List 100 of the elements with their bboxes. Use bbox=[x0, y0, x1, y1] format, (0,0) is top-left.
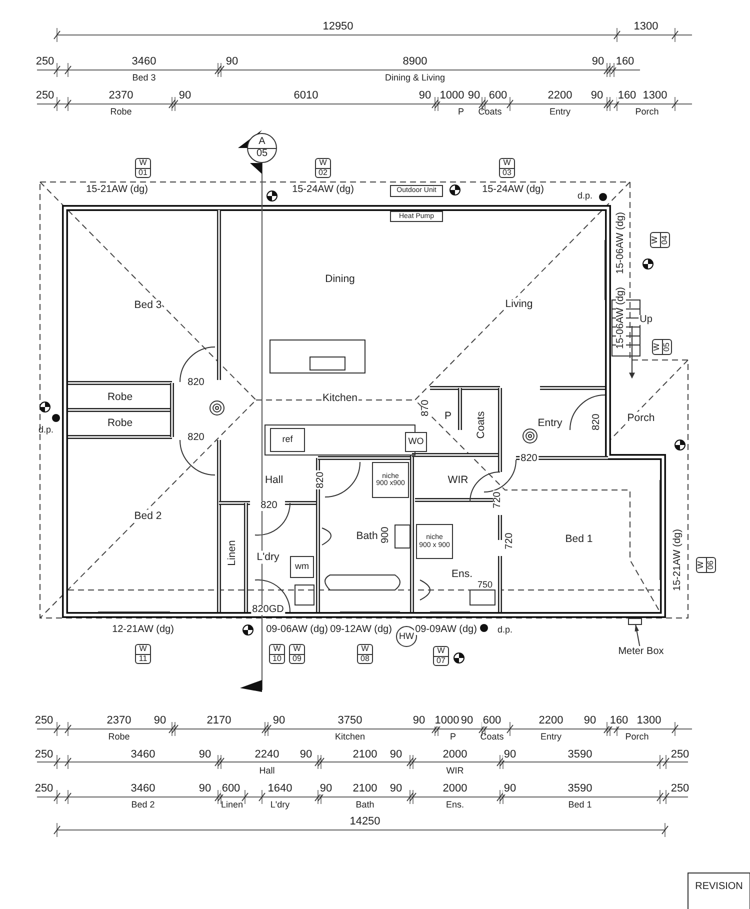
dimension-caption: Linen bbox=[220, 800, 244, 810]
appliance-box: WO bbox=[405, 432, 427, 452]
dimension-caption: Robe bbox=[110, 108, 132, 116]
dimension-value: 90 bbox=[198, 750, 212, 760]
dimension-value: 8900 bbox=[402, 56, 428, 68]
dimension-value: 90 bbox=[388, 750, 404, 760]
window-tag: W 05 bbox=[652, 339, 672, 355]
dimension-value: 90 bbox=[466, 90, 482, 102]
door-width-label: 720 bbox=[505, 532, 515, 550]
dimension-value: 12950 bbox=[322, 22, 354, 32]
window-code: 15-24AW (dg) bbox=[291, 185, 355, 195]
dimension-value: 600 bbox=[482, 716, 502, 726]
window-tag: W 06 bbox=[696, 557, 716, 573]
room-label: L'dry bbox=[256, 550, 280, 564]
dimension-value: 90 bbox=[224, 56, 240, 68]
dimension-value: 160 bbox=[616, 90, 638, 102]
dimension-value: 2200 bbox=[538, 716, 564, 726]
dimension-value: 2370 bbox=[108, 90, 134, 102]
dimension-caption: Entry bbox=[550, 108, 570, 116]
window-code: 09-09AW (dg) bbox=[414, 625, 478, 635]
dimension-caption: Coats bbox=[478, 108, 502, 116]
dimension-value: 160 bbox=[614, 56, 636, 68]
room-label: Kitchen bbox=[321, 392, 359, 404]
dimension-value: 1000 bbox=[438, 90, 466, 102]
window-code: 15-21AW (dg) bbox=[85, 185, 149, 195]
dimension-caption: Kitchen bbox=[334, 732, 366, 742]
room-label: Bed 2 bbox=[133, 510, 163, 522]
dimension-caption: P bbox=[458, 108, 464, 116]
room-label: Bed 1 bbox=[564, 532, 594, 546]
dimension-value: 3460 bbox=[130, 56, 158, 68]
dimension-caption: Robe bbox=[108, 732, 130, 742]
callout-text: Meter Box bbox=[610, 646, 672, 660]
dimension-caption: Coats bbox=[480, 732, 504, 742]
downpipe-label: d.p. bbox=[578, 192, 592, 200]
window-code: 15-21AW (dg) bbox=[673, 528, 683, 592]
dimension-value: 90 bbox=[272, 716, 286, 726]
dimension-value: 90 bbox=[152, 716, 168, 726]
window-code: 15-06AW (dg) bbox=[616, 211, 626, 275]
section-marker: A 05 bbox=[247, 133, 277, 163]
dimension-caption: WIR bbox=[446, 766, 464, 776]
dimension-value: 250 bbox=[34, 90, 56, 102]
dimension-value: 3460 bbox=[130, 750, 156, 760]
stair-label: Up bbox=[638, 315, 654, 325]
dimension-value: 90 bbox=[318, 784, 334, 794]
window-code: 15-24AW (dg) bbox=[481, 185, 545, 195]
window-code: 12-21AW (dg) bbox=[111, 625, 175, 635]
downpipe-label: d.p. bbox=[38, 426, 54, 434]
dimension-value: 90 bbox=[388, 784, 404, 794]
room-label: Robe bbox=[106, 390, 134, 404]
window-tag: W 01 bbox=[135, 158, 151, 178]
door-width-label: 820 bbox=[186, 378, 206, 388]
room-label: Dining bbox=[324, 272, 356, 286]
dimension-value: 1300 bbox=[636, 716, 662, 726]
window-code: 09-12AW (dg) bbox=[329, 625, 393, 635]
dimension-value: 600 bbox=[220, 784, 242, 794]
door-width-label: 820 bbox=[520, 454, 538, 464]
dimension-value: 90 bbox=[502, 784, 518, 794]
dimension-value: 1300 bbox=[632, 22, 660, 32]
dimension-value: 2000 bbox=[442, 750, 468, 760]
room-label: Living bbox=[504, 298, 534, 310]
room-label: Bath bbox=[355, 530, 379, 542]
dimension-value: 250 bbox=[670, 750, 690, 760]
dimension-value: 250 bbox=[34, 750, 54, 760]
dimension-value: 1640 bbox=[266, 784, 294, 794]
room-label: Bed 3 bbox=[133, 298, 163, 312]
window-code: 09-06AW (dg) bbox=[265, 625, 329, 635]
dimension-value: 1000 bbox=[434, 716, 460, 726]
appliance-box: wm bbox=[290, 556, 314, 578]
dimension-caption: Ens. bbox=[446, 800, 464, 810]
window-tag: W 03 bbox=[499, 158, 515, 178]
revision-label: REVISION bbox=[695, 882, 743, 892]
door-width-label: 820GD bbox=[251, 605, 285, 615]
dimension-value: 2200 bbox=[546, 90, 574, 102]
dimension-value: 3590 bbox=[566, 750, 594, 760]
dimension-value: 250 bbox=[670, 784, 690, 794]
dimension-value: 90 bbox=[460, 716, 474, 726]
door-width-label: 720 bbox=[493, 490, 503, 510]
dimension-value: 14250 bbox=[348, 816, 382, 828]
room-label: Hall bbox=[264, 474, 284, 486]
dimension-value: 90 bbox=[418, 90, 432, 102]
dimension-value: 6010 bbox=[292, 90, 320, 102]
door-width-label: 900 bbox=[381, 526, 391, 544]
dimension-caption: Dining & Living bbox=[384, 74, 446, 82]
hot-water-unit-symbol: HW bbox=[396, 626, 417, 647]
room-label: Entry bbox=[536, 416, 564, 430]
dimension-caption: Bed 1 bbox=[568, 800, 592, 810]
dimension-value: 90 bbox=[198, 784, 212, 794]
dimension-value: 90 bbox=[590, 56, 606, 68]
dimension-value: 2240 bbox=[254, 750, 280, 760]
door-width-label: 820 bbox=[260, 501, 278, 511]
dimension-value: 1300 bbox=[642, 90, 668, 102]
dimension-value: 90 bbox=[178, 90, 192, 102]
dimension-value: 250 bbox=[34, 784, 54, 794]
room-label: Robe bbox=[106, 416, 134, 430]
fixture-width-label: 750 bbox=[477, 580, 493, 590]
dimension-value: 250 bbox=[34, 56, 56, 68]
leader-line bbox=[634, 624, 640, 646]
dimension-value: 90 bbox=[502, 750, 518, 760]
dimension-caption: Bed 3 bbox=[132, 74, 156, 82]
window-tag: W 07 bbox=[433, 646, 449, 666]
